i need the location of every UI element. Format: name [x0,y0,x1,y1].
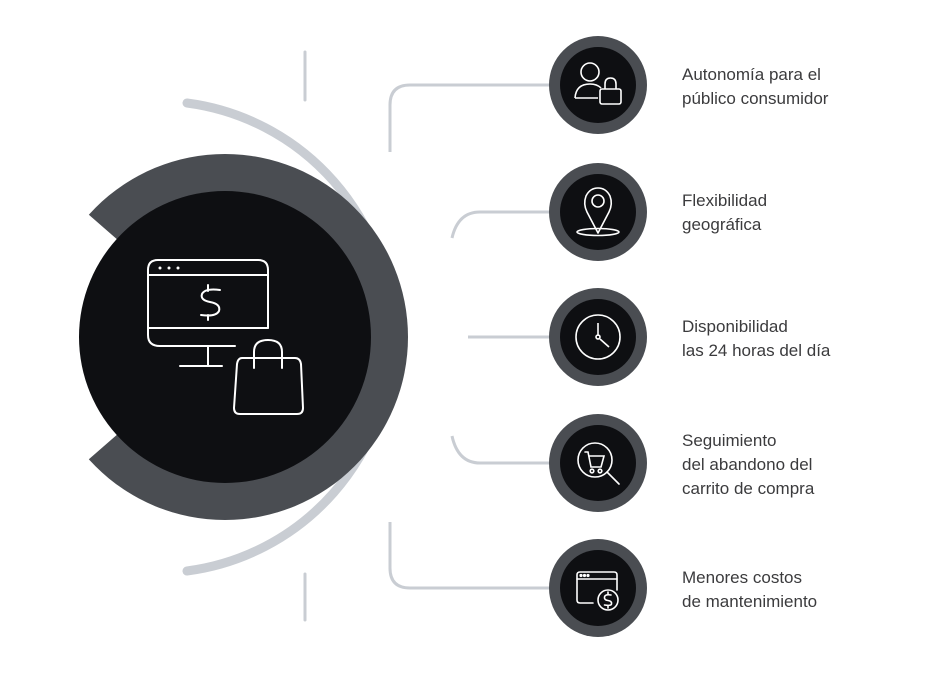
label-line: Seguimiento [682,431,777,450]
item-bubble-4 [549,414,647,512]
connector-4 [450,435,552,465]
label-line: Flexibilidad [682,191,768,210]
item-label-3: Disponibilidad las 24 horas del día [682,315,922,363]
monitor-dollar-shopping-bag-icon [147,259,304,415]
label-line: de mantenimiento [682,592,818,611]
label-line: Autonomía para el [682,65,821,84]
connector-1 [388,83,552,152]
item-label-1: Autonomía para el público consumidor [682,63,922,111]
item-bubble-2 [549,163,647,261]
label-line: del abandono del [682,455,813,474]
item-label-5: Menores costos de mantenimiento [682,566,922,614]
connectors [388,83,552,590]
central-hub [0,154,408,520]
label-line: público consumidor [682,89,829,108]
item-bubble-1 [549,36,647,134]
browser-dollar-icon [576,571,619,611]
item-bubble-3 [549,288,647,386]
cart-search-icon [577,442,620,485]
user-shopping-bag-icon [574,62,622,105]
label-line: carrito de compra [682,479,815,498]
connector-2 [450,210,552,239]
label-line: Disponibilidad [682,317,788,336]
map-pin-icon [576,187,620,237]
label-line: las 24 horas del día [682,341,831,360]
clock-icon [575,314,621,360]
connector-5 [388,522,552,590]
item-label-4: Seguimiento del abandono del carrito de … [682,429,922,501]
label-line: geográfica [682,215,762,234]
item-bubble-5 [549,539,647,637]
label-line: Menores costos [682,568,802,587]
item-label-2: Flexibilidad geográfica [682,189,922,237]
